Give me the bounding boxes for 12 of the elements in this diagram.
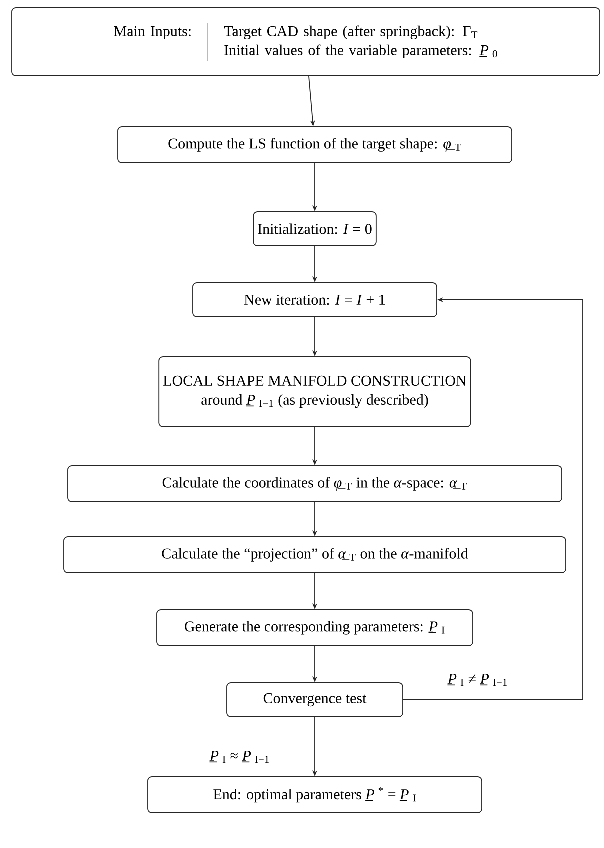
process-box: Calculate the coordinates of φ̲$_{T}$ in the α-space: α̲$_{T}$ (68, 466, 562, 502)
process-box: Convergence test (226, 682, 404, 718)
process-box: Initialization: I = 0 (253, 212, 377, 246)
edge-label: P̲$_{I}$ ≠ P̲$_{I−1}$ (448, 674, 507, 686)
process-box: New iteration: I = I + 1 (192, 282, 438, 318)
inputs-box: Main Inputs: Target CAD shape (after springback): Γ$_{T}$ Initial values of the variable parameters: P̲$_{0}$ (12, 8, 600, 76)
process-box: Compute the LS function of the target shape: φ̲$_{T}$ (118, 126, 512, 164)
process-box: End: optimal parameters P̲$^{*}$ = P̲$_{I}$ (148, 776, 482, 814)
process-box: LOCAL SHAPE MANIFOLD CONSTRUCTION around P̲$_{I−1}$ (as previously described) (158, 356, 472, 428)
process-box: Calculate the “projection” of α̲$_{T}$ on the α-manifold (64, 536, 566, 574)
edge-label: P̲$_{I}$ ≈ P̲$_{I−1}$ (210, 751, 269, 763)
process-box: Generate the corresponding parameters: P̲$_{I}$ (156, 610, 474, 646)
